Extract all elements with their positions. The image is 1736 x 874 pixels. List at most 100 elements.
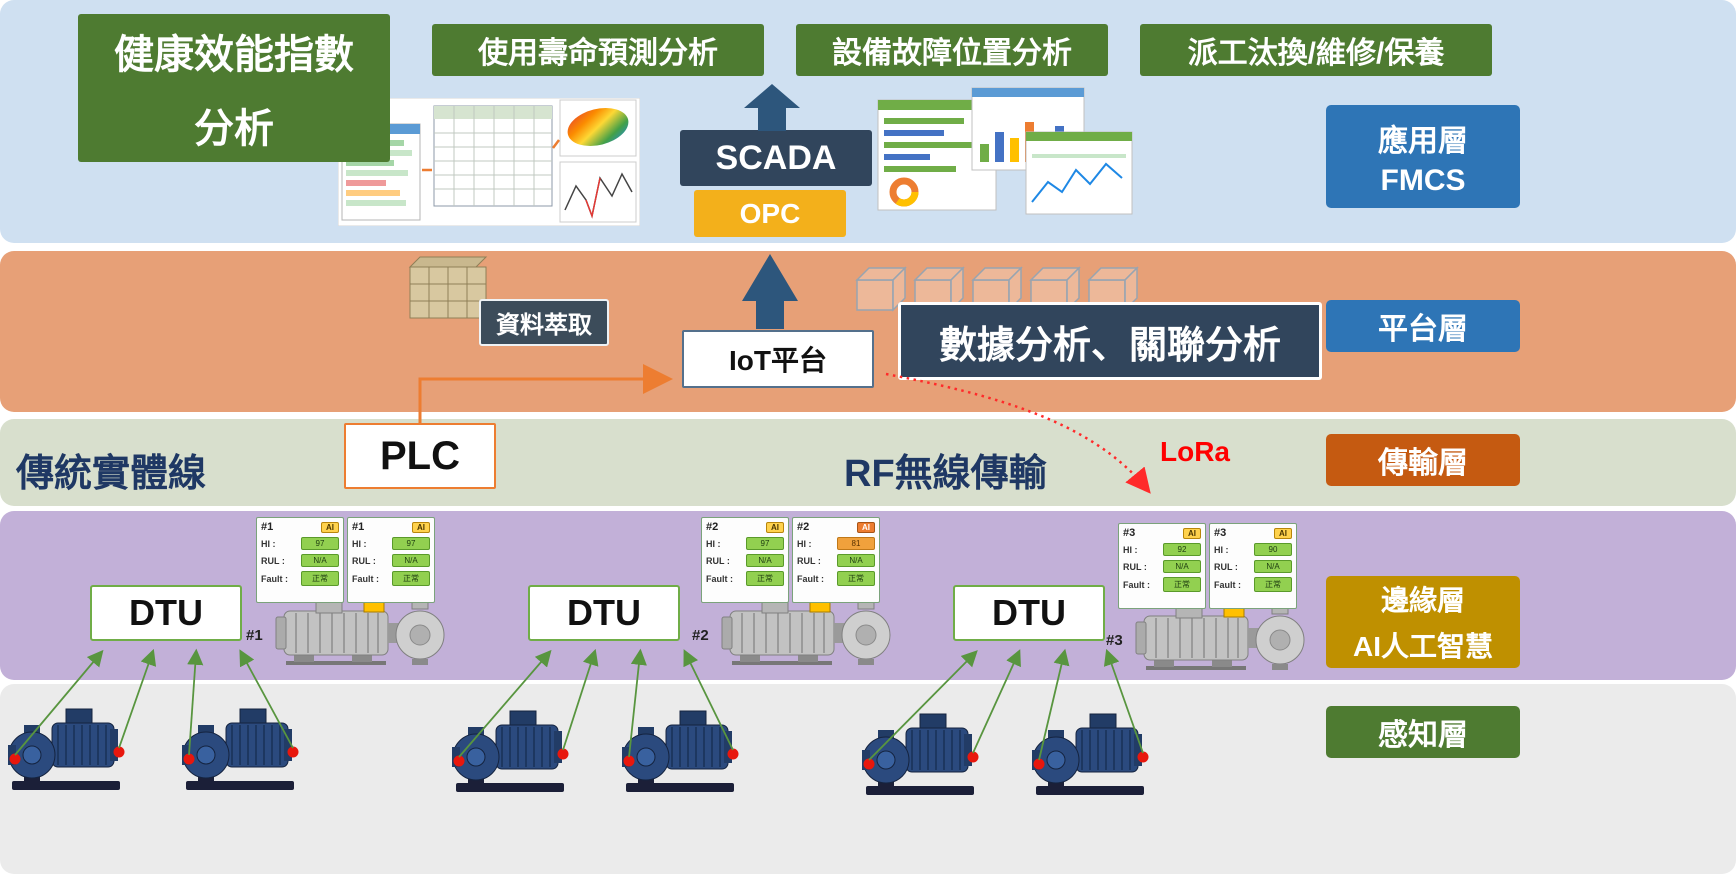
rul-value: N/A	[1254, 560, 1292, 573]
hi-row: HI : 81	[797, 537, 875, 550]
fault-label: Fault :	[1214, 579, 1241, 590]
hi-value: 92	[1163, 543, 1201, 556]
rul-label: RUL :	[797, 555, 821, 566]
ai-badge: AI	[321, 521, 339, 533]
opc-label: OPC	[739, 197, 801, 229]
status-panel-header: #1 AI	[352, 521, 430, 533]
status-panel-header: #3 AI	[1214, 527, 1292, 539]
hi-row: HI : 97	[352, 537, 430, 550]
rul-label: RUL :	[1123, 561, 1147, 572]
health-index-line1: 健康效能指數	[114, 33, 354, 77]
fault-row: Fault : 正常	[797, 571, 875, 586]
unit-tag-3: #3	[1106, 632, 1123, 649]
rul-label: RUL :	[261, 555, 285, 566]
application-layer-label-line2: FMCS	[1380, 163, 1466, 197]
edge-layer-label: 邊緣層 AI人工智慧	[1326, 576, 1520, 668]
data-extract-box: 資料萃取	[479, 299, 609, 346]
hi-row: HI :97	[706, 537, 784, 550]
fault-row: Fault :正常	[706, 571, 784, 586]
status-panel-header: #2 AI	[706, 521, 784, 533]
iot-platform-label: IoT平台	[729, 345, 827, 376]
status-panel-header: #3 AI	[1123, 527, 1201, 539]
edge-layer-label-line2: AI人工智慧	[1352, 631, 1493, 662]
motor-pump-unit-1	[275, 597, 445, 666]
rul-value: N/A	[392, 554, 430, 567]
dtu-box-3: DTU	[953, 585, 1105, 641]
fault-value: 正常	[392, 571, 430, 586]
fault-row: Fault : 正常	[352, 571, 430, 586]
fault-row: Fault : 正常	[261, 571, 339, 586]
plc-box: PLC	[344, 423, 496, 489]
hi-label: HI :	[352, 538, 367, 549]
fault-label: Fault :	[261, 573, 288, 584]
status-panel: #2 AI HI :97 RUL :N/A Fault :正常	[701, 517, 789, 603]
application-layer-label: 應用層 FMCS	[1326, 105, 1520, 208]
unit-tag-2: #2	[692, 627, 709, 644]
sensor-layer-label: 感知層	[1326, 706, 1520, 758]
hi-value: 97	[746, 537, 784, 550]
data-extract-label: 資料萃取	[496, 312, 592, 339]
hi-row: HI : 92	[1123, 543, 1201, 556]
hi-value: 90	[1254, 543, 1292, 556]
fault-label: Fault :	[797, 573, 824, 584]
rul-value: N/A	[1163, 560, 1201, 573]
field-pump-2	[182, 708, 300, 791]
unit-tag-2-text: #2	[692, 627, 709, 644]
fault-location-box: 設備故障位置分析	[796, 24, 1108, 76]
unit-id-label: #3	[1123, 527, 1136, 539]
opc-box: OPC	[694, 190, 846, 237]
application-layer-label-line1: 應用層	[1378, 124, 1468, 158]
iot-platform-box: IoT平台	[682, 330, 874, 388]
field-pump-1	[8, 708, 126, 791]
status-panel: #1 AI HI :97 RUL : N/A Fault : 正常	[256, 517, 344, 603]
unit-id-label: #1	[352, 521, 365, 533]
fault-row: Fault :正常	[1123, 577, 1201, 592]
scada-box: SCADA	[680, 130, 872, 186]
fault-value: 正常	[301, 571, 339, 586]
rul-label: RUL :	[352, 555, 376, 566]
status-panel-header: #1 AI	[261, 521, 339, 533]
field-pump-4	[622, 710, 740, 793]
dispatch-maintenance-label: 派工汰換/維修/保養	[1187, 37, 1445, 70]
data-cube-stack	[408, 256, 488, 319]
rul-row: RUL : N/A	[352, 554, 430, 567]
dtu-box-1: DTU	[90, 585, 242, 641]
platform-layer-label-text: 平台層	[1378, 313, 1468, 346]
wired-transmission-label: 傳統實體線	[16, 442, 206, 497]
plc-label: PLC	[380, 433, 460, 478]
scada-label: SCADA	[715, 138, 837, 177]
unit-id-label: #2	[706, 521, 719, 533]
rul-label: RUL :	[706, 555, 730, 566]
analytics-label: 數據分析、關聯分析	[938, 324, 1281, 367]
dispatch-maintenance-box: 派工汰換/維修/保養	[1140, 24, 1492, 76]
fault-location-label: 設備故障位置分析	[832, 37, 1072, 70]
hi-label: HI :	[1123, 544, 1138, 555]
hi-value: 81	[837, 537, 875, 550]
fault-value: 正常	[837, 571, 875, 586]
lifespan-prediction-label: 使用壽命預測分析	[478, 37, 718, 70]
status-panel-header: #2 AI	[797, 521, 875, 533]
hi-value: 97	[392, 537, 430, 550]
fault-label: Fault :	[352, 573, 379, 584]
unit-id-label: #3	[1214, 527, 1227, 539]
unit-tag-3-text: #3	[1106, 632, 1123, 649]
rul-value: N/A	[301, 554, 339, 567]
field-pump-6	[1032, 713, 1150, 796]
dtu-label-3: DTU	[992, 592, 1066, 633]
ai-badge: AI	[412, 521, 430, 533]
status-panel: #1 AI HI : 97 RUL : N/A Fault : 正常	[347, 517, 435, 603]
hi-row: HI :97	[261, 537, 339, 550]
fault-value: 正常	[1163, 577, 1201, 592]
motor-pump-unit-3	[1135, 602, 1305, 671]
fault-row: Fault :正常	[1214, 577, 1292, 592]
rul-label: RUL :	[1214, 561, 1238, 572]
rul-row: RUL :N/A	[797, 554, 875, 567]
dtu-box-2: DTU	[528, 585, 680, 641]
health-index-line2: 分析	[194, 107, 274, 151]
motor-pump-unit-2	[721, 597, 891, 666]
ai-badge: AI	[1183, 527, 1201, 539]
hi-label: HI :	[797, 538, 812, 549]
unit-tag-1-text: #1	[246, 627, 263, 644]
hi-label: HI :	[1214, 544, 1229, 555]
